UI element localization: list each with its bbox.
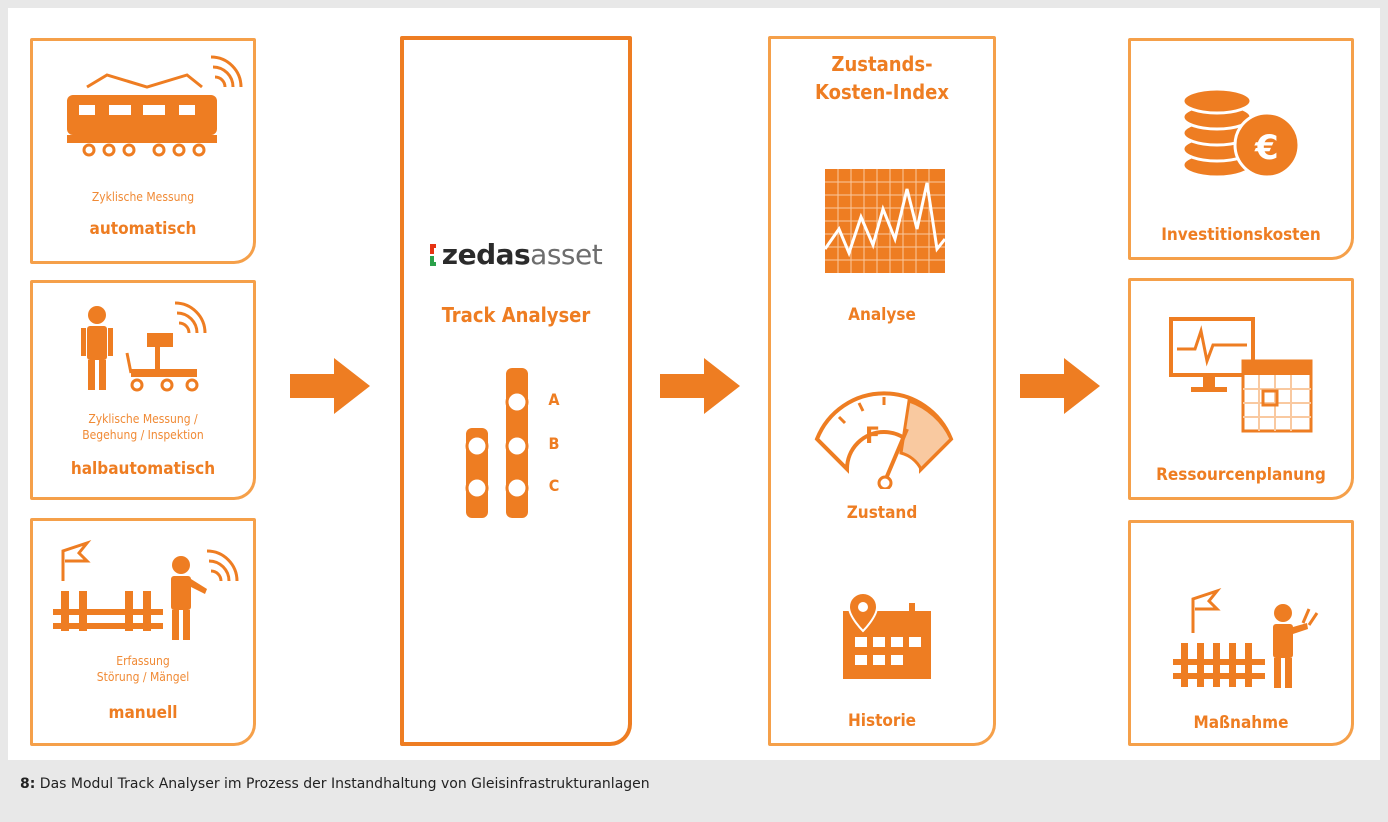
input-box-halbautomatisch: Zyklische Messung / Begehung / Inspektio… bbox=[30, 280, 256, 500]
arrow-right-icon bbox=[1020, 358, 1100, 414]
output-box-ressourcenplanung: Ressourcenplanung bbox=[1128, 278, 1354, 500]
input-box-manuell: Erfassung Störung / Mängel manuell bbox=[30, 518, 256, 746]
sublabel-line1: Erfassung bbox=[116, 654, 170, 668]
index-box: Zustands- Kosten-Index Analyse F Zustand bbox=[768, 36, 996, 746]
arrow-right-icon bbox=[290, 358, 370, 414]
input-label: manuell bbox=[108, 703, 178, 723]
figure-caption: 8: Das Modul Track Analyser im Prozess d… bbox=[20, 776, 650, 792]
caption-number: 8: bbox=[20, 776, 36, 792]
output-label: Maßnahme bbox=[1193, 713, 1289, 733]
logo-part2: asset bbox=[530, 238, 603, 271]
output-box-investitionskosten: € Investitionskosten bbox=[1128, 38, 1354, 260]
track-analyser-title: Track Analyser bbox=[441, 303, 591, 327]
output-label: Ressourcenplanung bbox=[1156, 465, 1326, 485]
worker-track-icon bbox=[53, 539, 239, 640]
arrow-right-icon bbox=[660, 358, 740, 414]
logo-bracket-icon bbox=[429, 244, 440, 266]
chart-grid-icon bbox=[825, 169, 945, 273]
track-nodes-icon bbox=[465, 368, 529, 518]
output-label: Investitionskosten bbox=[1161, 225, 1321, 245]
gauge-letter: F bbox=[865, 424, 880, 449]
input-label: halbautomatisch bbox=[70, 459, 216, 479]
row-label-c: C bbox=[548, 476, 560, 495]
row-label-a: A bbox=[548, 390, 560, 409]
worker-track-icon bbox=[1173, 587, 1319, 688]
logo-part1: zedas bbox=[441, 238, 531, 271]
index-item-label: Historie bbox=[847, 711, 917, 731]
sublabel-line2: Begehung / Inspektion bbox=[82, 428, 204, 442]
row-label-b: B bbox=[548, 434, 560, 453]
gauge-icon: F bbox=[814, 391, 954, 489]
index-title-line2: Kosten-Index bbox=[815, 80, 949, 104]
index-item-label: Analyse bbox=[848, 305, 916, 325]
coins-euro-icon: € bbox=[1181, 87, 1301, 179]
index-item-label: Zustand bbox=[846, 503, 918, 523]
zedas-asset-logo: zedasasset bbox=[404, 238, 628, 271]
sublabel-line1: Zyklische Messung / bbox=[88, 412, 198, 426]
worker-trolley-icon bbox=[81, 301, 207, 392]
sublabel-line2: Störung / Mängel bbox=[96, 670, 190, 684]
calendar-pin-icon bbox=[843, 593, 931, 679]
input-box-automatisch: Zyklische Messung automatisch bbox=[30, 38, 256, 264]
caption-text: Das Modul Track Analyser im Prozess der … bbox=[39, 776, 650, 792]
sublabel: Zyklische Messung bbox=[91, 190, 195, 204]
diagram-panel: Zyklische Messung automatisch Zyklische … bbox=[8, 8, 1380, 760]
input-label: automatisch bbox=[89, 219, 197, 239]
train-icon bbox=[67, 55, 243, 157]
index-title-line1: Zustands- bbox=[831, 52, 933, 76]
monitor-calendar-icon bbox=[1169, 317, 1313, 433]
euro-symbol: € bbox=[1254, 128, 1279, 168]
output-box-massnahme: Maßnahme bbox=[1128, 520, 1354, 746]
track-analyser-box: zedasasset Track Analyser A B C bbox=[400, 36, 632, 746]
